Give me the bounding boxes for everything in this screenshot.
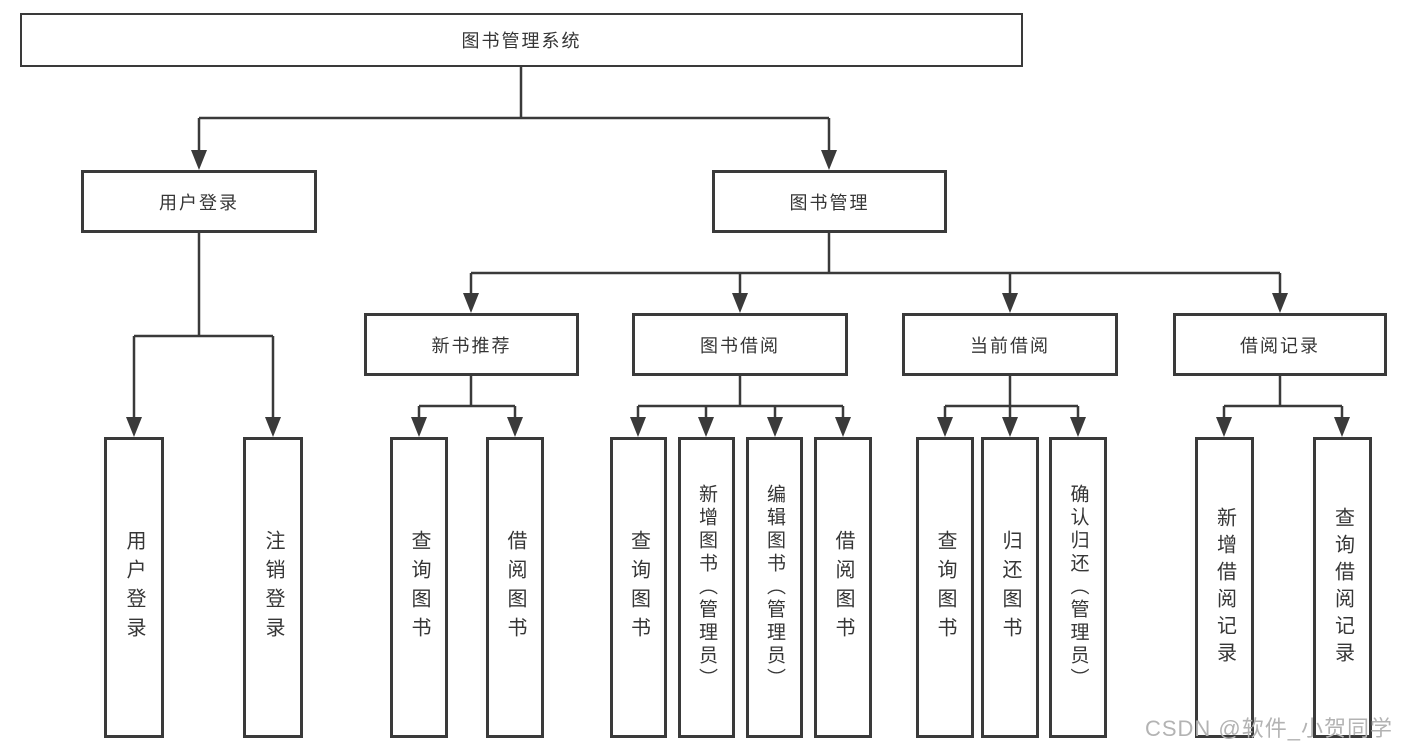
leaf-label: 新增借阅记录 <box>1213 506 1236 669</box>
node-user-login: 用户登录 <box>81 170 317 233</box>
leaf-query-books-recommend: 查询图书 <box>390 437 448 738</box>
leaf-add-borrow-record: 新增借阅记录 <box>1195 437 1254 738</box>
watermark: CSDN @软件_小贺同学 <box>1144 716 1393 741</box>
leaf-user-login: 用户登录 <box>104 437 164 738</box>
node-library-system: 图书管理系统 <box>20 13 1023 67</box>
leaf-query-borrow-record: 查询借阅记录 <box>1313 437 1372 738</box>
node-book-management: 图书管理 <box>712 170 947 233</box>
node-borrowing-records: 借阅记录 <box>1173 313 1387 376</box>
node-label: 图书借阅 <box>700 335 780 356</box>
leaf-label: 确认归还（管理员） <box>1067 484 1089 691</box>
leaf-edit-books-admin: 编辑图书（管理员） <box>746 437 803 738</box>
leaf-label: 查询借阅记录 <box>1331 506 1354 669</box>
leaf-return-books: 归还图书 <box>981 437 1039 738</box>
leaf-label: 编辑图书（管理员） <box>764 484 785 691</box>
node-label: 图书管理 <box>789 192 870 213</box>
node-book-borrowing: 图书借阅 <box>632 313 848 376</box>
leaf-label: 新增图书（管理员） <box>696 484 717 691</box>
leaf-label: 查询图书 <box>408 529 430 646</box>
leaf-label: 查询图书 <box>934 529 956 646</box>
leaf-query-books-borrowing: 查询图书 <box>610 437 667 738</box>
leaf-label: 注销登录 <box>262 529 284 646</box>
node-label: 用户登录 <box>159 192 239 213</box>
leaf-label: 用户登录 <box>123 529 145 646</box>
tree-edges <box>132 67 1344 425</box>
leaf-label: 归还图书 <box>999 529 1021 646</box>
leaf-query-books-current: 查询图书 <box>916 437 974 738</box>
node-label: 当前借阅 <box>970 335 1050 356</box>
leaf-logout: 注销登录 <box>243 437 303 738</box>
node-new-book-recommendation: 新书推荐 <box>364 313 579 376</box>
node-label: 图书管理系统 <box>461 31 582 51</box>
leaf-label: 查询图书 <box>627 529 650 646</box>
leaf-label: 借阅图书 <box>504 529 526 646</box>
leaf-borrow-books-recommend: 借阅图书 <box>486 437 544 738</box>
leaf-label: 借阅图书 <box>832 529 854 646</box>
leaf-add-books-admin: 新增图书（管理员） <box>678 437 735 738</box>
node-label: 借阅记录 <box>1240 335 1320 356</box>
node-label: 新书推荐 <box>431 335 512 356</box>
leaf-borrow-books-borrowing: 借阅图书 <box>814 437 872 738</box>
node-current-borrowing: 当前借阅 <box>902 313 1118 376</box>
arrow-down-icons <box>126 150 1350 437</box>
leaf-confirm-return-admin: 确认归还（管理员） <box>1049 437 1107 738</box>
